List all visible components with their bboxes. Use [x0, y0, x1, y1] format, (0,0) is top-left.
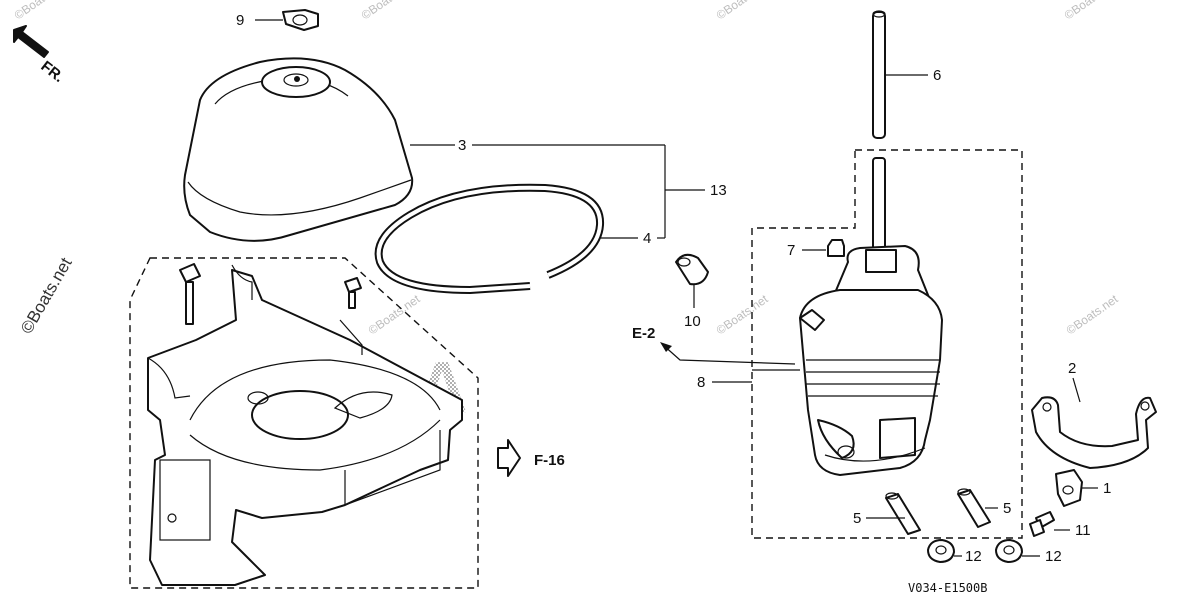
part-5-tube-right	[957, 488, 998, 528]
front-direction-indicator: FR.	[13, 25, 68, 86]
callout-12b: 12	[1045, 548, 1062, 565]
diagram-code: V034-E1500B	[908, 581, 987, 595]
reference-e2-label: E-2	[632, 325, 655, 342]
callout-11: 11	[1075, 522, 1091, 539]
part-10-grommet	[675, 253, 709, 308]
left-assembly-outline	[129, 257, 479, 589]
callout-1: 1	[1103, 480, 1111, 497]
part-3-air-cleaner-cover	[183, 57, 414, 242]
part-12-flange-nut-right	[995, 539, 1040, 563]
callout-2: 2	[1068, 360, 1076, 377]
part-2-bracket	[1031, 377, 1157, 469]
watermark-7: ©Boats.net	[714, 291, 771, 337]
callout-3: 3	[458, 137, 466, 154]
watermark-5: ©Boats.net	[17, 254, 76, 337]
part-8-air-cleaner-case	[799, 157, 943, 476]
callout-7: 7	[787, 242, 795, 259]
callout-4: 4	[643, 230, 651, 247]
watermark-8: ©Boats.net	[1064, 291, 1121, 337]
part-13-group-leader	[410, 144, 705, 239]
callout-9: 9	[236, 12, 244, 29]
callout-5b: 5	[1003, 500, 1011, 517]
part-12-flange-nut-left	[927, 539, 962, 563]
callout-8: 8	[697, 374, 705, 391]
watermark-6: ©Boats.net	[366, 291, 423, 337]
front-label: FR.	[38, 58, 68, 86]
bolt-long	[179, 263, 201, 325]
reference-f16-label: F-16	[534, 452, 565, 469]
reference-f16-arrow-icon	[497, 439, 521, 477]
watermark-3: ©Boats.net	[714, 0, 771, 22]
part-9-wing-nut	[255, 9, 319, 31]
part-1-clip	[1055, 469, 1098, 507]
part-7-nut	[802, 239, 845, 257]
callout-13: 13	[710, 182, 727, 199]
watermark-4: ©Boats.net	[1062, 0, 1119, 22]
callout-10: 10	[684, 313, 701, 330]
part-4-element-ring	[374, 183, 605, 294]
part-6-stud-bolt	[872, 10, 886, 139]
front-arrow-icon	[13, 25, 49, 58]
watermarks: ©Boats.net ©Boats.net ©Boats.net ©Boats.…	[12, 0, 1121, 337]
part-5-tube-left	[866, 492, 921, 535]
bolt-short	[344, 277, 362, 309]
callout-12a: 12	[965, 548, 982, 565]
watermark-1: ©Boats.net	[12, 0, 69, 22]
callout-5a: 5	[853, 510, 861, 527]
reference-e2-arrow	[660, 342, 796, 365]
callout-6: 6	[933, 67, 941, 84]
part-11-screw	[1029, 511, 1070, 537]
watermark-2: ©Boats.net	[359, 0, 416, 22]
fan-shroud	[147, 264, 463, 586]
part-8-assembly-outline	[751, 149, 1023, 539]
